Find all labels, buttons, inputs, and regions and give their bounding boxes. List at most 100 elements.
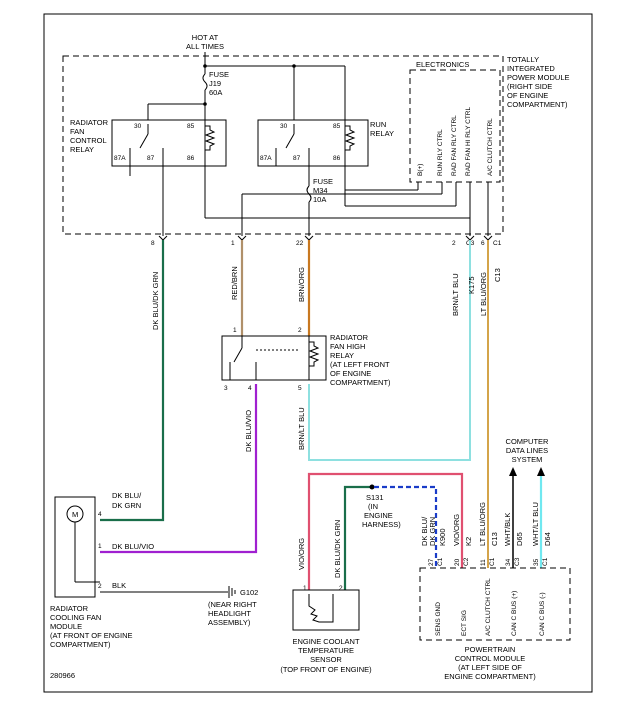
- pcm-wire-labels: DK BLU/ DK GRN K900 VIO/ORG K2 LT BLU/OR…: [420, 502, 552, 546]
- svg-text:D64: D64: [543, 532, 552, 546]
- svg-text:22: 22: [296, 240, 304, 247]
- svg-text:87: 87: [293, 155, 301, 162]
- hot-at-label: HOT AT: [192, 33, 219, 42]
- svg-text:4: 4: [98, 511, 102, 518]
- svg-text:K900: K900: [438, 528, 447, 546]
- svg-text:DK BLU/VIO: DK BLU/VIO: [112, 542, 154, 551]
- svg-text:86: 86: [187, 155, 195, 162]
- svg-text:DK GRN: DK GRN: [112, 501, 141, 510]
- svg-text:M34: M34: [313, 186, 328, 195]
- svg-text:J19: J19: [209, 79, 221, 88]
- svg-text:C1: C1: [437, 557, 444, 566]
- svg-text:RELAY: RELAY: [370, 129, 394, 138]
- svg-text:RAD FAN RLY CTRL: RAD FAN RLY CTRL: [451, 115, 458, 176]
- svg-text:CAN C BUS (+): CAN C BUS (+): [511, 591, 518, 636]
- wire-sensor-ground: [343, 485, 370, 590]
- svg-text:5: 5: [298, 385, 302, 392]
- svg-text:DK BLU/: DK BLU/: [420, 516, 429, 546]
- wire-label-w4: BRN/LT BLU: [451, 273, 460, 316]
- svg-text:RUN: RUN: [370, 120, 386, 129]
- wire-label-w7: BRN/LT BLU: [297, 407, 306, 450]
- wire-label-w8: VIO/ORG: [297, 538, 306, 570]
- engine-coolant-temperature-sensor: [292, 589, 360, 631]
- svg-text:HEADLIGHT: HEADLIGHT: [208, 609, 251, 618]
- svg-text:G102: G102: [240, 588, 258, 597]
- svg-text:(AT LEFT SIDE OF: (AT LEFT SIDE OF: [458, 663, 522, 672]
- svg-text:30: 30: [280, 123, 288, 130]
- svg-text:D65: D65: [515, 532, 524, 546]
- radiator-fan-high-relay: [221, 335, 327, 381]
- svg-text:2: 2: [452, 240, 456, 247]
- hi-relay-coil-icon: [308, 341, 320, 367]
- svg-text:DATA LINES: DATA LINES: [506, 446, 548, 455]
- hi-relay-label: RADIATOR FAN HIGH RELAY (AT LEFT FRONT O…: [330, 333, 391, 387]
- svg-text:C2: C2: [463, 557, 470, 566]
- svg-text:COMPARTMENT): COMPARTMENT): [507, 100, 568, 109]
- sensor-label: ENGINE COOLANT TEMPERATURE SENSOR (TOP F…: [280, 637, 372, 674]
- svg-text:(IN: (IN: [368, 502, 378, 511]
- wire-label-w5: LT BLU/ORG: [479, 272, 488, 316]
- svg-text:RELAY: RELAY: [70, 145, 94, 154]
- wire-label-w5b: C13: [493, 268, 502, 282]
- svg-text:SENS GND: SENS GND: [435, 602, 442, 636]
- svg-text:C3: C3: [514, 557, 521, 566]
- can-bus-plus-arrow-icon: [509, 467, 517, 476]
- svg-text:86: 86: [333, 155, 341, 162]
- svg-text:(AT FRONT OF ENGINE: (AT FRONT OF ENGINE: [50, 631, 133, 640]
- svg-text:2: 2: [339, 585, 343, 592]
- svg-text:WHT/BLK: WHT/BLK: [503, 513, 512, 546]
- radiator-fan-control-relay: [111, 119, 227, 167]
- outer-frame: [43, 13, 593, 693]
- svg-text:RELAY: RELAY: [330, 351, 354, 360]
- svg-text:A/C CLUTCH CTRL: A/C CLUTCH CTRL: [485, 578, 492, 636]
- svg-text:FAN: FAN: [70, 127, 85, 136]
- svg-text:M: M: [72, 510, 78, 519]
- svg-text:34: 34: [505, 558, 512, 566]
- svg-text:11: 11: [480, 559, 487, 566]
- pcm-pins: 27 C1 20 C2 11 C1 34 C3 35 C1: [428, 557, 549, 566]
- svg-text:WHT/LT BLU: WHT/LT BLU: [531, 502, 540, 546]
- svg-text:1: 1: [303, 585, 307, 592]
- svg-text:8: 8: [151, 240, 155, 247]
- pcm-label: POWERTRAIN CONTROL MODULE (AT LEFT SIDE …: [444, 645, 536, 681]
- svg-text:C1: C1: [542, 557, 549, 566]
- svg-text:CAN C BUS (-): CAN C BUS (-): [539, 592, 546, 636]
- svg-text:10A: 10A: [313, 195, 326, 204]
- svg-text:SYSTEM: SYSTEM: [512, 455, 543, 464]
- thermistor-icon: [308, 594, 334, 623]
- svg-text:COMPUTER: COMPUTER: [506, 437, 550, 446]
- pcm-functions: SENS GND ECT SIG A/C CLUTCH CTRL CAN C B…: [435, 578, 546, 636]
- svg-text:HARNESS): HARNESS): [362, 520, 401, 529]
- hi-relay-switch-icon: [233, 347, 243, 363]
- svg-text:RADIATOR: RADIATOR: [70, 118, 109, 127]
- svg-text:BLK: BLK: [112, 581, 126, 590]
- svg-text:B(+): B(+): [417, 164, 424, 176]
- svg-text:ENGINE COMPARTMENT): ENGINE COMPARTMENT): [444, 672, 536, 681]
- svg-text:RADIATOR: RADIATOR: [50, 604, 89, 613]
- svg-text:ENGINE: ENGINE: [364, 511, 393, 520]
- svg-text:K2: K2: [464, 537, 473, 546]
- wire-dk-blu-dk-grn-dashed: [374, 485, 438, 568]
- svg-text:C13: C13: [490, 532, 499, 546]
- svg-text:ASSEMBLY): ASSEMBLY): [208, 618, 251, 627]
- svg-text:OF ENGINE: OF ENGINE: [507, 91, 548, 100]
- tipm-box: [62, 55, 504, 235]
- svg-text:4: 4: [248, 385, 252, 392]
- can-bus-minus-arrow-icon: [537, 467, 545, 476]
- relay-switch-icon: [139, 133, 149, 149]
- svg-text:POWERTRAIN: POWERTRAIN: [465, 645, 516, 654]
- svg-text:TEMPERATURE: TEMPERATURE: [298, 646, 354, 655]
- svg-text:RADIATOR: RADIATOR: [330, 333, 369, 342]
- svg-text:(RIGHT SIDE: (RIGHT SIDE: [507, 82, 552, 91]
- wire-brn-lt-blu: [308, 240, 471, 461]
- wire-dk-blu-vio: [100, 384, 258, 554]
- svg-text:1: 1: [98, 543, 102, 550]
- svg-text:87: 87: [147, 155, 155, 162]
- svg-text:OF ENGINE: OF ENGINE: [330, 369, 371, 378]
- svg-text:CONTROL: CONTROL: [70, 136, 107, 145]
- electronics-box: [409, 69, 501, 183]
- svg-text:3: 3: [224, 385, 228, 392]
- svg-text:A/C CLUTCH CTRL: A/C CLUTCH CTRL: [487, 118, 494, 176]
- radiator-relay-label: RADIATOR FAN CONTROL RELAY: [70, 118, 109, 154]
- document-id: 280966: [50, 671, 75, 680]
